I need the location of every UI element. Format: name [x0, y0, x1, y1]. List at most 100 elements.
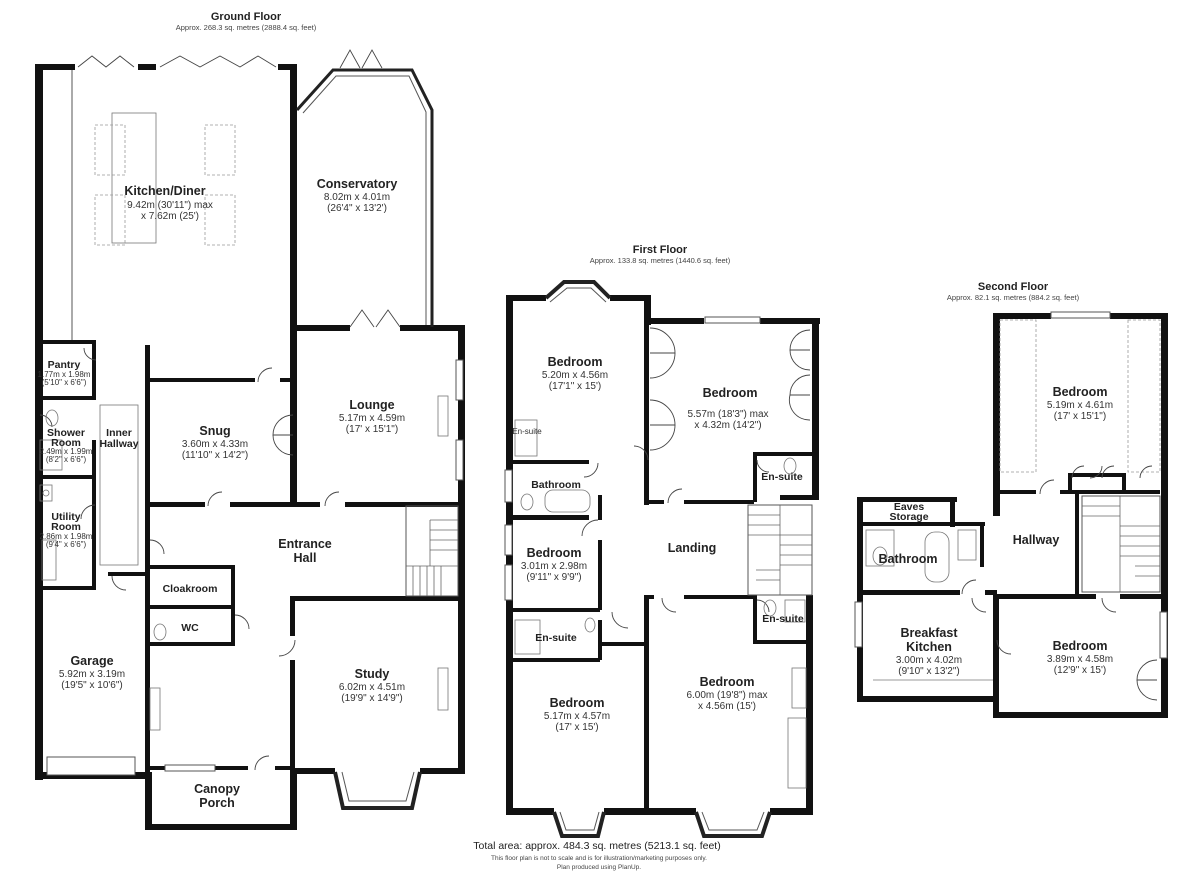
first-internal-walls — [509, 320, 815, 810]
room-name: Landing — [668, 541, 717, 555]
first-room-bed4: Bedroom 5.17m x 4.57m (17' x 15') — [544, 696, 610, 733]
second-room-eaves-storage: Eaves Storage — [889, 501, 928, 523]
first-floor-title: First Floor — [633, 244, 688, 256]
room-name: Utility — [51, 511, 80, 523]
first-room-bathroom: Bathroom — [531, 479, 581, 491]
room-name: Canopy — [194, 782, 240, 796]
room-dimensions: 5.17m x 4.57m — [544, 711, 610, 722]
second-room-bed2: Bedroom 3.89m x 4.58m (12'9" x 15') — [1047, 639, 1113, 676]
room-name: Shower — [47, 427, 85, 439]
room-dimensions: (9'10" x 13'2") — [898, 666, 960, 677]
room-name: En-suite — [512, 427, 542, 436]
room-name: Pantry — [48, 359, 81, 371]
disclaimer: This floor plan is not to scale and is f… — [491, 855, 707, 862]
first-room-landing: Landing — [668, 541, 717, 555]
ground-floor: Ground Floor Approx. 268.3 sq. metres (2… — [35, 11, 465, 830]
room-name: Storage — [889, 511, 928, 523]
kitchen-bifold-doors — [77, 55, 277, 68]
room-name: Snug — [199, 424, 230, 438]
room-name: Bedroom — [1053, 385, 1108, 399]
room-dimensions: 2.49m x 1.99m — [40, 447, 93, 456]
room-name: Lounge — [349, 398, 394, 412]
second-floor-area: Approx. 82.1 sq. metres (884.2 sq. feet) — [947, 293, 1080, 302]
room-name: Kitchen/Diner — [124, 184, 205, 198]
room-name: Kitchen — [906, 640, 952, 654]
room-dimensions: 2.86m x 1.98m — [40, 532, 93, 541]
first-room-bed3: Bedroom 3.01m x 2.98m (9'11" x 9'9") — [521, 546, 587, 583]
total-area: Total area: approx. 484.3 sq. metres (52… — [473, 840, 720, 852]
room-cloakroom: Cloakroom — [163, 583, 218, 595]
room-name: Study — [355, 667, 390, 681]
first-room-ensuite-small: En-suite — [512, 427, 542, 436]
study-bay-window — [333, 771, 422, 810]
room-dimensions: (26'4" x 13'2') — [327, 203, 387, 214]
ground-bathroom-fixtures — [39, 404, 167, 641]
room-name: Hallway — [99, 438, 138, 450]
room-dimensions: (5'10" x 6'6") — [42, 378, 87, 387]
second-internal-walls — [860, 473, 1165, 599]
room-name: Hall — [294, 551, 317, 565]
room-dimensions: x 7.62m (25') — [141, 211, 199, 222]
first-room-ensuite-lower: En-suite — [762, 613, 804, 625]
room-entrance-hall: Entrance Hall — [278, 537, 332, 565]
room-pantry: Pantry 1.77m x 1.98m (5'10" x 6'6") — [38, 359, 91, 387]
first-room-ensuite-right: En-suite — [761, 471, 803, 483]
room-study: Study 6.02m x 4.51m (19'9" x 14'9") — [339, 667, 405, 704]
room-dimensions: (8'2" x 6'6") — [46, 455, 87, 464]
room-dimensions: 9.42m (30'11") max — [127, 200, 213, 211]
room-name: Bedroom — [1053, 639, 1108, 653]
first-room-bed1: Bedroom 5.20m x 4.56m (17'1" x 15') — [542, 355, 608, 392]
room-name: Breakfast — [901, 626, 959, 640]
room-name: Conservatory — [317, 177, 398, 191]
room-name: Bedroom — [550, 696, 605, 710]
first-wardrobes — [649, 327, 811, 789]
first-windows — [504, 469, 513, 601]
second-outer-walls — [857, 313, 1168, 718]
room-dimensions: 3.00m x 4.02m — [896, 655, 962, 666]
room-conservatory: Conservatory 8.02m x 4.01m (26'4" x 13'2… — [317, 177, 398, 214]
room-name: Room — [51, 437, 81, 449]
room-dimensions: 8.02m x 4.01m — [324, 192, 390, 203]
ground-doors — [39, 347, 340, 771]
room-dimensions: x 4.32m (14'2") — [694, 420, 761, 431]
room-inner-hallway: Inner Hallway — [99, 427, 138, 450]
kitchen-fixtures — [71, 70, 236, 340]
ground-internal-walls — [35, 340, 465, 772]
room-name: Bedroom — [548, 355, 603, 369]
room-name: Bathroom — [878, 552, 937, 566]
plan-footer: Total area: approx. 484.3 sq. metres (52… — [473, 840, 720, 871]
room-dimensions: 3.60m x 4.33m — [182, 439, 248, 450]
room-dimensions: (12'9" x 15') — [1054, 665, 1106, 676]
room-dimensions: 6.02m x 4.51m — [339, 682, 405, 693]
room-name: Bedroom — [527, 546, 582, 560]
room-dimensions: 5.92m x 3.19m — [59, 669, 125, 680]
second-bathroom-fixtures — [865, 529, 950, 583]
room-name: Cloakroom — [163, 583, 218, 595]
room-kitchen-diner: Kitchen/Diner 9.42m (30'11") max x 7.62m… — [124, 184, 213, 222]
second-floor: Second Floor Approx. 82.1 sq. metres (88… — [854, 281, 1168, 718]
room-name: Entrance — [278, 537, 332, 551]
room-name: WC — [181, 622, 199, 634]
room-dimensions: (17' x 15') — [555, 722, 598, 733]
room-dimensions: 5.57m (18'3") max — [687, 409, 768, 420]
second-stairs — [1081, 495, 1161, 593]
room-name: Bedroom — [700, 675, 755, 689]
room-name: En-suite — [761, 471, 803, 483]
conservatory-outline — [295, 49, 434, 328]
room-utility: Utility Room 2.86m x 1.98m (9'4" x 6'6") — [40, 511, 93, 549]
first-bay-windows — [544, 280, 772, 838]
first-doors — [581, 445, 770, 629]
room-garage: Garage 5.92m x 3.19m (19'5" x 10'6") — [59, 654, 125, 691]
room-name: Room — [51, 521, 81, 533]
second-room-bed1: Bedroom 5.19m x 4.61m (17' x 15'1") — [1047, 385, 1113, 422]
ground-windows — [46, 359, 464, 776]
room-dimensions: 5.20m x 4.56m — [542, 370, 608, 381]
room-name: Porch — [199, 796, 234, 810]
ground-floor-title: Ground Floor — [211, 11, 282, 23]
room-dimensions: x 4.56m (15') — [698, 701, 756, 712]
room-canopy-porch: Canopy Porch — [194, 782, 240, 810]
room-name: En-suite — [762, 613, 804, 625]
ground-floor-area: Approx. 268.3 sq. metres (2888.4 sq. fee… — [176, 23, 317, 32]
room-dimensions: (17'1" x 15') — [549, 381, 601, 392]
room-dimensions: 1.77m x 1.98m — [38, 370, 91, 379]
